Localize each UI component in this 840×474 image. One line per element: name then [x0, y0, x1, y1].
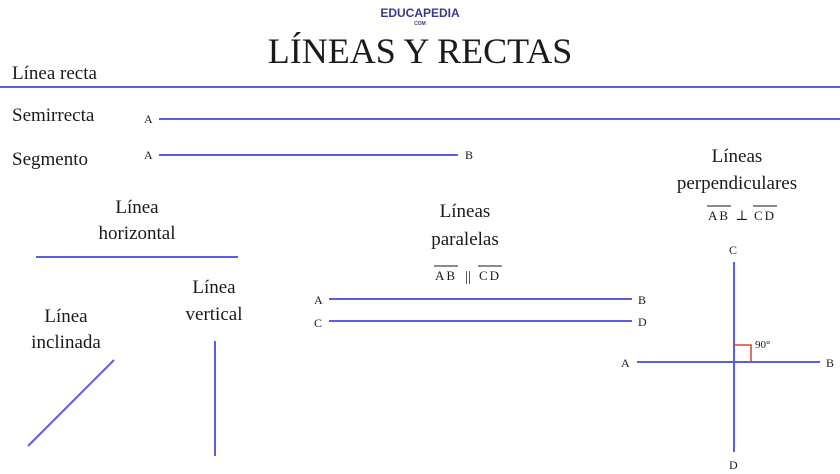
- label-linea-recta: Línea recta: [12, 63, 97, 84]
- segment-point-a: A: [144, 148, 153, 162]
- label-inclinada-1: Línea: [44, 306, 88, 327]
- brand-logo-sub: COM: [414, 21, 426, 27]
- label-vertical-2: vertical: [186, 304, 243, 325]
- label-perpendiculares-2: perpendiculares: [677, 173, 797, 194]
- label-segmento: Segmento: [12, 149, 88, 170]
- label-vertical-1: Línea: [192, 277, 236, 298]
- parallel-point-a: A: [314, 293, 323, 307]
- label-semirrecta: Semirrecta: [12, 105, 95, 126]
- segment-point-b: B: [465, 148, 473, 162]
- perp-point-b: B: [826, 356, 834, 370]
- label-inclinada-2: inclinada: [31, 332, 101, 353]
- label-horizontal-2: horizontal: [98, 223, 175, 244]
- parallel-notation: AB || CD: [434, 265, 502, 285]
- perp-point-c: C: [729, 243, 737, 257]
- parallel-point-d: D: [638, 315, 647, 329]
- label-paralelas-2: paralelas: [431, 229, 499, 250]
- parallel-seg-cd: CD: [479, 268, 501, 283]
- label-perpendiculares-1: Líneas: [712, 146, 763, 167]
- perpendicular-seg-ab: AB: [708, 208, 730, 223]
- parallel-point-b: B: [638, 293, 646, 307]
- ray-point-a: A: [144, 112, 153, 126]
- inclined-line: [27, 359, 115, 447]
- perp-point-d: D: [729, 458, 738, 472]
- parallel-symbol: ||: [465, 269, 471, 285]
- label-paralelas-1: Líneas: [440, 201, 491, 222]
- brand-logo: EDUCAPEDIA: [380, 6, 460, 20]
- perpendicular-notation: AB ⊥ CD: [707, 205, 777, 224]
- perpendicular-symbol: ⊥: [735, 209, 748, 224]
- right-angle-marker: [734, 344, 752, 362]
- label-horizontal-1: Línea: [115, 197, 159, 218]
- page-title: LÍNEAS Y RECTAS: [268, 31, 572, 71]
- parallel-point-c: C: [314, 316, 322, 330]
- angle-label: 90°: [755, 339, 770, 351]
- perp-point-a: A: [621, 356, 630, 370]
- perpendicular-seg-cd: CD: [754, 208, 776, 223]
- parallel-seg-ab: AB: [435, 268, 457, 283]
